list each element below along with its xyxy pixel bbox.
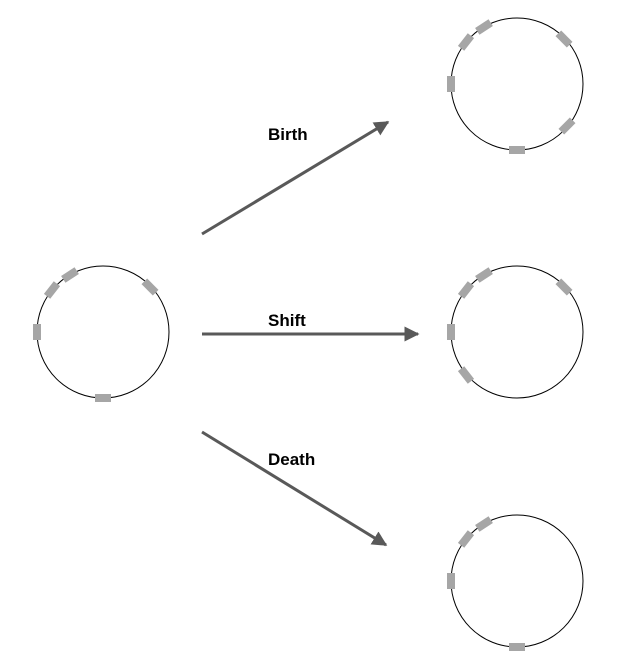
initial-marker <box>33 324 41 340</box>
birth-result-marker <box>475 19 493 35</box>
birth-result-marker <box>447 76 455 92</box>
death-result-marker <box>457 530 475 548</box>
initial-marker <box>95 394 111 402</box>
shift-result-marker <box>475 267 493 283</box>
birth-result-marker <box>509 146 525 154</box>
shift-result-marker <box>447 324 455 340</box>
shift-result-state <box>447 265 584 399</box>
birth-label: Birth <box>268 125 308 144</box>
death-result-marker <box>475 516 493 532</box>
birth-arrow <box>201 120 390 236</box>
death-result-marker <box>447 573 455 589</box>
shift-result-marker <box>457 366 475 384</box>
initial-marker <box>61 267 79 283</box>
birth-result-marker <box>558 117 576 135</box>
initial-state <box>33 265 170 402</box>
death-arrow <box>201 430 388 547</box>
birth-result-marker <box>457 33 475 51</box>
death-label: Death <box>268 450 315 469</box>
shift-result-marker <box>555 278 573 296</box>
birth-result-state <box>447 17 584 154</box>
birth-result-marker <box>555 30 573 48</box>
initial-marker <box>43 281 61 299</box>
death-result-marker <box>509 643 525 651</box>
shift-label: Shift <box>268 311 306 330</box>
death-result-state <box>447 514 584 651</box>
initial-marker <box>141 278 159 296</box>
shift-result-marker <box>457 281 475 299</box>
